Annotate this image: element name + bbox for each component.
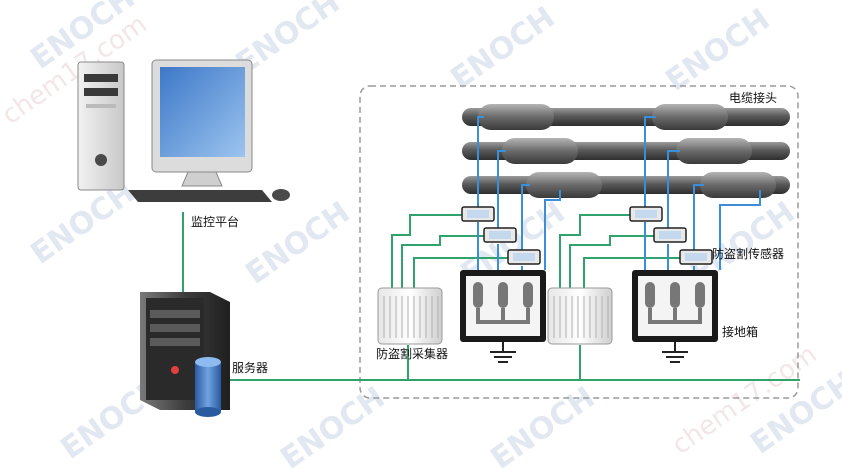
link-collector1-sensor2 xyxy=(401,235,484,288)
pc-keyboard xyxy=(128,190,272,202)
anti-theft-sensors xyxy=(461,206,713,265)
collector-1 xyxy=(377,287,443,345)
link-collector2-sensor1 xyxy=(559,214,630,288)
sensor-wires xyxy=(477,116,761,270)
label-ground-box: 接地箱 xyxy=(722,324,758,339)
sensor-6 xyxy=(679,249,713,265)
cable-joint-2a xyxy=(502,138,578,164)
cable-joint-3a xyxy=(526,172,602,198)
label-monitor-platform: 监控平台 xyxy=(191,214,239,229)
cable-joint-1a xyxy=(478,104,554,130)
server xyxy=(140,292,230,417)
watermark-enoch: ENOCH xyxy=(240,195,357,291)
link-collector2-sensor3 xyxy=(583,257,680,288)
cables xyxy=(462,104,790,198)
watermark-enoch: ENOCH xyxy=(485,380,602,469)
cable-joint-2b xyxy=(676,138,752,164)
link-collector2-sensor2 xyxy=(569,235,654,288)
pc-mouse xyxy=(272,189,290,201)
cable-joint-3b xyxy=(700,172,776,198)
watermark-enoch: ENOCH xyxy=(445,0,562,96)
network-links xyxy=(182,212,800,381)
label-cable-joint: 电缆接头 xyxy=(729,90,777,105)
label-anti-theft-sensor: 防盗割传感器 xyxy=(712,246,784,261)
link-collector1-sensor3 xyxy=(413,257,508,288)
monitor-platform-computer xyxy=(77,59,290,202)
watermark-enoch: ENOCH xyxy=(660,2,777,98)
sensor-4 xyxy=(629,206,663,222)
sensor-2 xyxy=(483,227,517,243)
ground-box-1 xyxy=(460,270,546,363)
sensor-5 xyxy=(653,227,687,243)
sensor-3 xyxy=(507,249,541,265)
field-area-border xyxy=(359,85,799,399)
link-collector1-sensor1 xyxy=(391,214,462,288)
label-server: 服务器 xyxy=(232,360,268,375)
database-cylinder xyxy=(195,362,221,412)
cable-joint-1b xyxy=(652,104,728,130)
ground-box-2 xyxy=(632,270,718,363)
label-anti-theft-collector: 防盗割采集器 xyxy=(376,346,448,361)
watermark-enoch: ENOCH xyxy=(275,380,392,469)
collector-2 xyxy=(547,287,613,345)
sensor-1 xyxy=(461,206,495,222)
